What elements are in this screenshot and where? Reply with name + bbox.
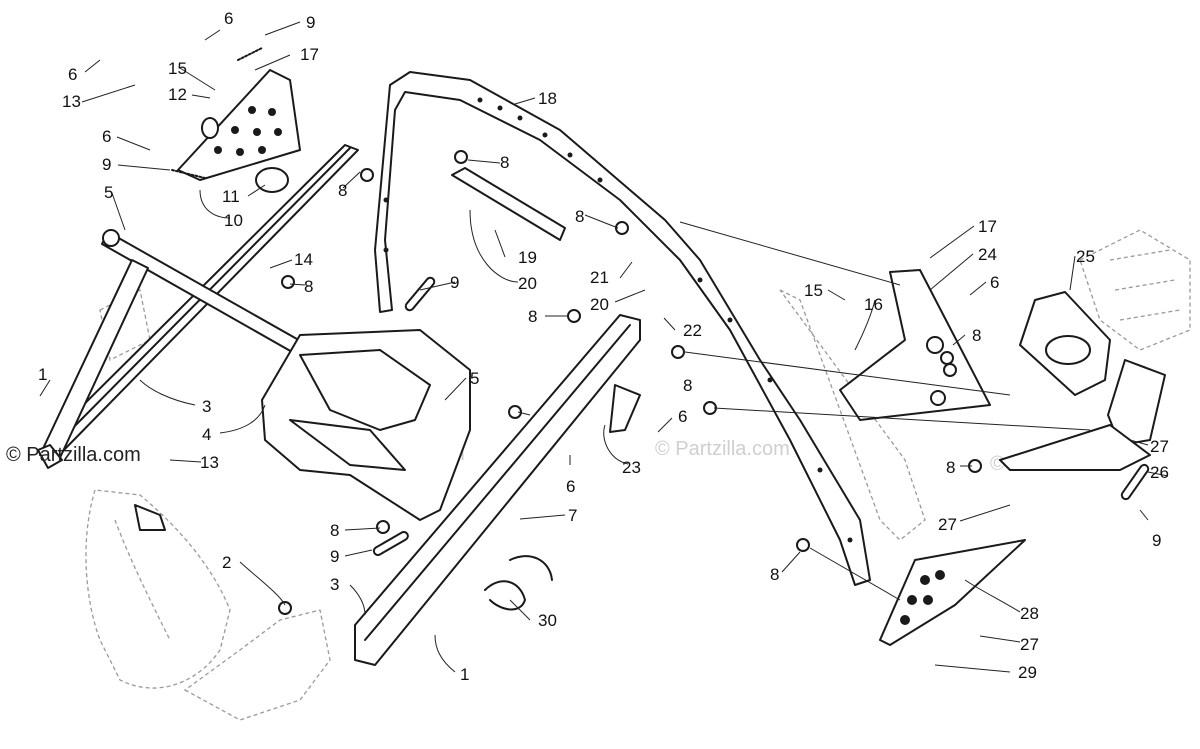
callout-8: 8 <box>946 458 955 477</box>
callout-9: 9 <box>1152 531 1161 550</box>
bracket-23 <box>609 384 641 433</box>
callout-30: 30 <box>538 611 557 630</box>
callout-2: 2 <box>222 553 231 572</box>
callout-9: 9 <box>450 273 459 292</box>
callout-23: 23 <box>622 458 641 477</box>
callout-8: 8 <box>770 565 779 584</box>
callout-12: 12 <box>168 85 187 104</box>
callout-18: 18 <box>538 89 557 108</box>
callout-9: 9 <box>102 155 111 174</box>
module-25 <box>1019 291 1111 396</box>
leader-lines <box>39 21 1169 673</box>
callout-20: 20 <box>590 295 609 314</box>
callout-25: 25 <box>1076 247 1095 266</box>
callout-27: 27 <box>1020 635 1039 654</box>
parts <box>37 47 1166 666</box>
callout-13: 13 <box>62 92 81 111</box>
callout-1: 1 <box>38 365 47 384</box>
callout-26: 26 <box>1150 463 1169 482</box>
callout-13: 13 <box>200 453 219 472</box>
callout-29: 29 <box>1018 663 1037 682</box>
callout-6: 6 <box>990 273 999 292</box>
callout-15: 15 <box>168 59 187 78</box>
callout-21: 21 <box>590 268 609 287</box>
callout-1: 1 <box>460 665 469 684</box>
callout-22: 22 <box>683 321 702 340</box>
callout-28: 28 <box>1020 604 1039 623</box>
callout-14: 14 <box>294 250 313 269</box>
callout-8: 8 <box>683 376 692 395</box>
callout-6: 6 <box>224 9 233 28</box>
callout-9: 9 <box>330 547 339 566</box>
plate-28 <box>879 539 1026 646</box>
callout-19: 19 <box>518 248 537 267</box>
callout-20: 20 <box>518 274 537 293</box>
callout-16: 16 <box>864 295 883 314</box>
callout-27: 27 <box>1150 437 1169 456</box>
callout-10: 10 <box>224 211 243 230</box>
callout-17: 17 <box>300 45 319 64</box>
callout-8: 8 <box>338 181 347 200</box>
callout-11: 11 <box>222 187 240 206</box>
callout-4: 4 <box>202 425 211 444</box>
callout-6: 6 <box>68 65 77 84</box>
main-hoop <box>374 71 871 586</box>
callout-24: 24 <box>978 245 997 264</box>
callout-27: 27 <box>938 515 957 534</box>
callout-5: 5 <box>104 183 113 202</box>
lower-rail <box>354 314 641 666</box>
callout-6: 6 <box>102 127 111 146</box>
callout-6: 6 <box>566 477 575 496</box>
callout-9: 9 <box>306 13 315 32</box>
callout-8: 8 <box>528 307 537 326</box>
callout-8: 8 <box>500 153 509 172</box>
switch <box>255 167 289 193</box>
callout-5: 5 <box>470 369 479 388</box>
callout-7: 7 <box>568 506 577 525</box>
mount-plate <box>177 69 301 181</box>
callout-8: 8 <box>330 521 339 540</box>
right-plate <box>839 269 991 421</box>
callouts: 6 9 17 6 15 13 12 6 9 5 11 10 8 14 8 18 … <box>38 9 1169 684</box>
callout-8: 8 <box>575 207 584 226</box>
callout-8: 8 <box>304 277 313 296</box>
callout-17: 17 <box>978 217 997 236</box>
bracket-26 <box>999 424 1151 471</box>
callout-3: 3 <box>202 397 211 416</box>
callout-8: 8 <box>972 326 981 345</box>
callout-15: 15 <box>804 281 823 300</box>
watermark: © Partzilla.com <box>6 444 141 466</box>
watermark-faint: © Partzilla.com <box>655 438 790 460</box>
callout-3: 3 <box>330 575 339 594</box>
callout-6: 6 <box>678 407 687 426</box>
strap <box>451 167 566 241</box>
